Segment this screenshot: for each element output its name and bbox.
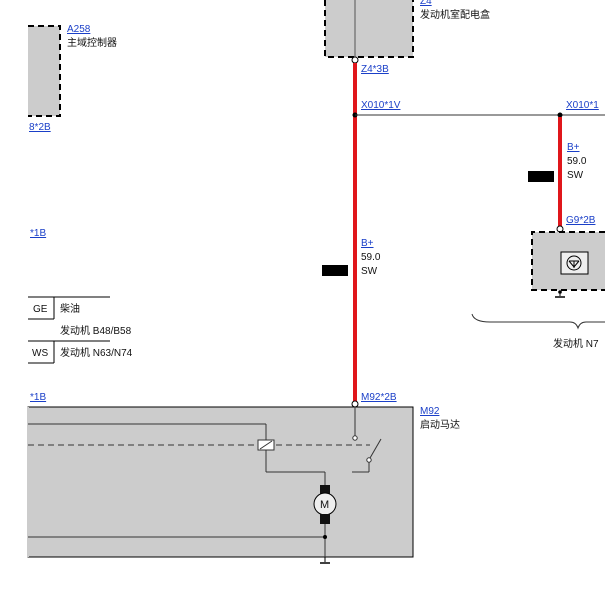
z4-pin-link[interactable]: Z4*3B bbox=[361, 64, 389, 75]
z4-pin-node bbox=[351, 56, 359, 64]
x010-left-link[interactable]: X010*1V bbox=[361, 100, 401, 111]
svg-text:M: M bbox=[320, 499, 329, 511]
right-wire-label-link[interactable]: B+ bbox=[567, 142, 580, 153]
m92-ground-icon bbox=[320, 557, 330, 564]
g9-ground-icon bbox=[555, 290, 565, 298]
left-pin-link-1[interactable]: *1B bbox=[30, 228, 46, 239]
m92-code-link[interactable]: M92 bbox=[420, 406, 440, 417]
main-wire-color-swatch bbox=[322, 265, 348, 276]
legend-text-2: 发动机 B48/B58 bbox=[60, 324, 132, 337]
motor-icon: M bbox=[313, 485, 337, 524]
legend-code-3: WS bbox=[32, 348, 48, 359]
right-wire-color: SW bbox=[567, 170, 584, 181]
legend-code-1: GE bbox=[33, 304, 48, 315]
main-wire-color: SW bbox=[361, 266, 378, 277]
m92-ground-node bbox=[323, 535, 327, 539]
z4-code-link[interactable]: Z4 bbox=[420, 0, 432, 7]
legend-text-1: 柴油 bbox=[60, 302, 80, 315]
main-wire-size: 59.0 bbox=[361, 252, 381, 263]
right-group-brace bbox=[471, 313, 605, 330]
a258-desc: 主域控制器 bbox=[67, 36, 117, 49]
a258-code-link[interactable]: A258 bbox=[67, 24, 91, 35]
m92-pin-node bbox=[351, 400, 359, 408]
a258-box[interactable] bbox=[28, 26, 60, 116]
right-group-label: 发动机 N7 bbox=[553, 337, 599, 350]
starter-internal-circuit bbox=[28, 407, 382, 557]
left-pin-link-2[interactable]: *1B bbox=[30, 392, 46, 403]
right-wire-color-swatch bbox=[528, 171, 554, 182]
a258-pin-link[interactable]: 8*2B bbox=[29, 122, 51, 133]
right-wire-size: 59.0 bbox=[567, 156, 587, 167]
legend-text-3: 发动机 N63/N74 bbox=[60, 346, 133, 359]
junction-x010-right bbox=[557, 112, 563, 118]
main-wire-label-link[interactable]: B+ bbox=[361, 238, 374, 249]
z4-box[interactable] bbox=[325, 0, 413, 57]
x010-right-link[interactable]: X010*1 bbox=[566, 100, 599, 111]
g9-pin-link[interactable]: G9*2B bbox=[566, 215, 596, 226]
variant-legend: GE 柴油 发动机 B48/B58 WS 发动机 N63/N74 bbox=[28, 296, 133, 364]
z4-desc: 发动机室配电盒 bbox=[420, 8, 490, 21]
m92-desc: 启动马达 bbox=[420, 418, 460, 431]
horn-icon bbox=[560, 251, 589, 275]
m92-pin-link[interactable]: M92*2B bbox=[361, 392, 397, 403]
